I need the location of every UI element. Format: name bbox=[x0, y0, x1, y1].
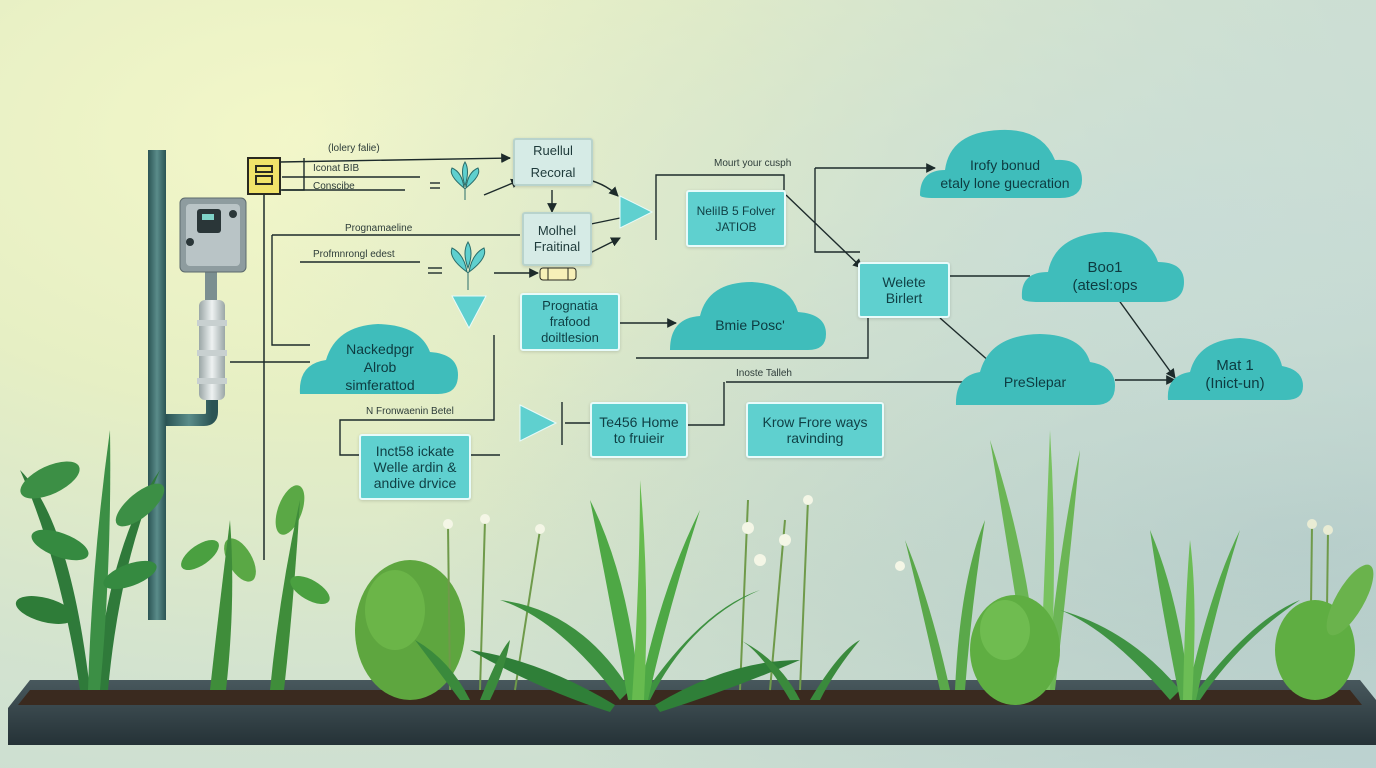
cloud-irofy-text[interactable]: Irofy bonud etaly lone guecration bbox=[925, 150, 1085, 198]
node-ruellul[interactable]: Ruellul Recoral bbox=[513, 138, 593, 186]
node-ruellul-line1: Ruellul bbox=[533, 143, 573, 158]
cloud-bmie-line1: Bmie Posc' bbox=[715, 317, 785, 333]
cloud-mat1 bbox=[1167, 338, 1303, 400]
node-tet56-line1: Te456 Home bbox=[599, 414, 679, 430]
cloud-nackedpgr-line2: Alrob bbox=[363, 359, 397, 375]
node-inct58-line2: Welle ardin & bbox=[373, 459, 457, 475]
cloud-boo1 bbox=[1021, 232, 1184, 302]
node-prognatia-line2: frafood bbox=[549, 314, 591, 329]
water-meter-icon bbox=[179, 197, 247, 273]
cloud-boo1-line1: Boo1 bbox=[1087, 259, 1123, 276]
cloud-preslepar bbox=[955, 334, 1115, 405]
node-molhel-line2: Fraitinal bbox=[533, 239, 581, 254]
valve-icon bbox=[539, 267, 577, 281]
cloud-preslepar-text[interactable]: PreSlepar bbox=[960, 362, 1110, 402]
label-prognamaeline: Prognamaeline bbox=[345, 223, 413, 234]
node-welete-line2: Birlert bbox=[885, 290, 923, 306]
node-inct58-line1: Inct58 ickate bbox=[375, 443, 455, 459]
label-mourt: Mourt your cusph bbox=[714, 158, 792, 169]
node-tet56[interactable]: Te456 Home to fruieir bbox=[590, 402, 688, 458]
cloud-boo1-line2: (atesl:ops bbox=[1072, 277, 1138, 294]
node-molhel[interactable]: Molhel Fraitinal bbox=[522, 212, 592, 266]
node-krow-line1: Krow Frore ways bbox=[762, 414, 868, 430]
node-ruellul-line2: Recoral bbox=[530, 165, 576, 180]
cloud-irofy-line1: Irofy bonud bbox=[969, 157, 1041, 173]
cloud-mat1-line2: (Inict-un) bbox=[1205, 375, 1265, 392]
cloud-bmie bbox=[670, 282, 826, 350]
label-lolery: (lolery falie) bbox=[328, 143, 380, 154]
label-profmnrongl: Profmnrongl edest bbox=[313, 249, 395, 260]
junction-box-icon bbox=[247, 157, 281, 560]
cloud-preslepar-line1: PreSlepar bbox=[1003, 374, 1067, 390]
node-tet56-line2: to fruieir bbox=[613, 430, 665, 446]
cloud-nackedpgr bbox=[299, 324, 458, 394]
label-fronwaenin: N Fronwaenin Betel bbox=[366, 406, 454, 417]
cloud-shapes bbox=[299, 129, 1303, 405]
node-welete[interactable]: Welete Birlert bbox=[858, 262, 950, 318]
node-welete-line1: Welete bbox=[882, 274, 926, 290]
cloud-boo1-text[interactable]: Boo1 (atesl:ops bbox=[1030, 252, 1180, 302]
cloud-mat1-text[interactable]: Mat 1 (Inict-un) bbox=[1170, 352, 1300, 398]
node-molhel-line1: Molhel bbox=[537, 223, 577, 238]
cloud-nackedpgr-text[interactable]: Nackedpgr Alrob simferattod bbox=[305, 340, 455, 394]
cloud-nackedpgr-line1: Nackedpgr bbox=[346, 341, 414, 357]
connector-lines bbox=[230, 153, 1176, 456]
cloud-irofy bbox=[920, 129, 1082, 198]
node-inct58[interactable]: Inct58 ickate Welle ardin & andive drvic… bbox=[359, 434, 471, 500]
cloud-irofy-line2: etaly lone guecration bbox=[940, 175, 1070, 191]
triangle-marker-icon bbox=[451, 195, 654, 442]
label-inoste: Inoste Talleh bbox=[736, 368, 792, 379]
node-krow[interactable]: Krow Frore ways ravinding bbox=[746, 402, 884, 458]
node-prognatia-line1: Prognatia bbox=[542, 298, 598, 313]
node-neliib-line2: JATIOB bbox=[715, 219, 757, 234]
cloud-nackedpgr-line3: simferattod bbox=[345, 377, 415, 393]
sprout-icon bbox=[450, 161, 486, 290]
label-conscibe: Conscibe bbox=[313, 181, 355, 192]
label-iconat: Iconat BIB bbox=[313, 163, 360, 174]
node-prognatia[interactable]: Prognatia frafood doiltlesion bbox=[520, 293, 620, 351]
node-prognatia-line3: doiltlesion bbox=[541, 330, 599, 345]
node-neliib-line1: NeliIB 5 Folver bbox=[696, 203, 776, 218]
plants bbox=[15, 430, 1374, 712]
cloud-mat1-line1: Mat 1 bbox=[1216, 357, 1254, 374]
node-krow-line2: ravinding bbox=[786, 430, 844, 446]
node-inct58-line3: andive drvice bbox=[373, 475, 457, 491]
cloud-bmie-text[interactable]: Bmie Posc' bbox=[680, 305, 820, 345]
node-neliib[interactable]: NeliIB 5 Folver JATIOB bbox=[686, 190, 786, 247]
